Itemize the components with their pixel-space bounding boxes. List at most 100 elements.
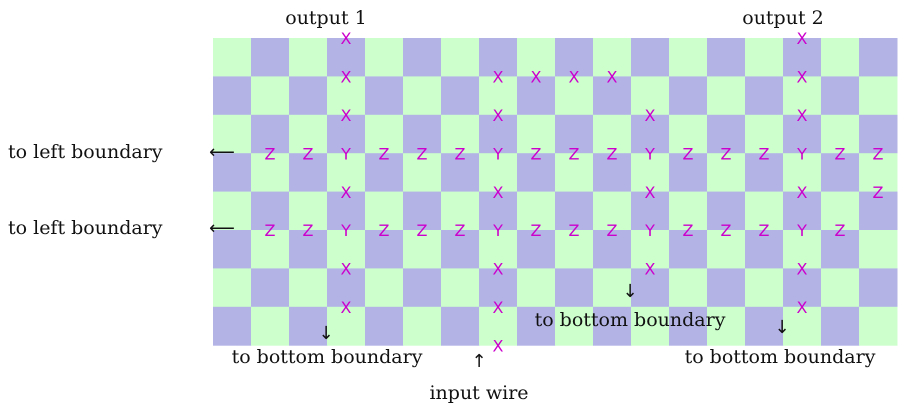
grid-cell xyxy=(669,76,708,116)
symbol-z: Z xyxy=(379,144,390,163)
grid-cell xyxy=(555,191,594,231)
grid-cell xyxy=(403,76,442,116)
symbol-z: Z xyxy=(759,144,770,163)
symbol-z: Z xyxy=(455,144,466,163)
symbol-x: X xyxy=(493,68,504,87)
symbol-z: Z xyxy=(721,144,732,163)
grid-cell xyxy=(213,114,252,154)
grid-cell xyxy=(707,153,746,193)
symbol-x: X xyxy=(797,298,808,317)
grid-cell xyxy=(631,306,670,346)
grid-cell xyxy=(517,76,556,116)
grid-cell xyxy=(783,306,822,346)
symbol-x: X xyxy=(341,29,352,48)
symbol-y: Y xyxy=(340,144,351,163)
grid-cell xyxy=(669,153,708,193)
grid-cell xyxy=(745,268,784,308)
grid-cell xyxy=(403,114,442,154)
symbol-y: Y xyxy=(644,144,655,163)
symbol-z: Z xyxy=(417,144,428,163)
grid-cell xyxy=(783,230,822,269)
symbol-z: Z xyxy=(303,221,314,240)
symbol-x: X xyxy=(341,183,352,202)
grid-cell xyxy=(821,191,860,231)
output-1-label: output 1 xyxy=(285,7,366,29)
grid-cell xyxy=(631,38,670,77)
down-arrow-icon: ↓ xyxy=(622,281,637,302)
grid-cell xyxy=(745,76,784,116)
grid-cell xyxy=(593,230,632,269)
grid-cell xyxy=(251,153,290,193)
grid-cell xyxy=(403,191,442,231)
down-arrow-icon: ↓ xyxy=(318,323,333,344)
grid-cell xyxy=(669,306,708,346)
grid-cell xyxy=(479,191,518,231)
symbol-x: X xyxy=(797,260,808,279)
grid-cell xyxy=(403,153,442,193)
grid-cell xyxy=(479,268,518,308)
grid-cell xyxy=(745,191,784,231)
grid-cell xyxy=(327,268,366,308)
grid-cell xyxy=(707,268,746,308)
symbol-z: Z xyxy=(835,221,846,240)
grid-cell xyxy=(213,191,252,231)
symbol-x: X xyxy=(341,106,352,125)
grid-cell xyxy=(213,268,252,308)
grid-cell xyxy=(479,76,518,116)
symbol-z: Z xyxy=(873,183,884,202)
grid-cell xyxy=(859,268,898,308)
grid-cell xyxy=(783,268,822,308)
grid-cell xyxy=(251,306,290,346)
grid-cell xyxy=(441,76,480,116)
grid-cell xyxy=(365,153,404,193)
grid-cell xyxy=(555,114,594,154)
grid-cell xyxy=(859,38,898,77)
grid-cell xyxy=(365,114,404,154)
grid-cell xyxy=(783,76,822,116)
symbol-x: X xyxy=(797,29,808,48)
symbol-y: Y xyxy=(340,221,351,240)
grid-cell xyxy=(821,153,860,193)
grid-cell xyxy=(479,38,518,77)
grid-cell xyxy=(441,153,480,193)
grid-cell xyxy=(403,306,442,346)
grid-cell xyxy=(859,191,898,231)
symbol-z: Z xyxy=(607,221,618,240)
grid-cell xyxy=(479,114,518,154)
symbol-y: Y xyxy=(492,144,503,163)
grid-cell xyxy=(251,38,290,77)
symbol-z: Z xyxy=(455,221,466,240)
grid-cell xyxy=(593,76,632,116)
grid-cell xyxy=(251,114,290,154)
grid-cell xyxy=(669,38,708,77)
symbol-z: Z xyxy=(873,144,884,163)
symbol-x: X xyxy=(797,183,808,202)
grid-cell xyxy=(365,191,404,231)
symbol-x: X xyxy=(493,336,504,355)
grid-cell xyxy=(441,306,480,346)
grid-cell xyxy=(327,191,366,231)
grid-cell xyxy=(289,76,328,116)
grid-cell xyxy=(707,114,746,154)
grid-cell xyxy=(213,76,252,116)
symbol-z: Z xyxy=(607,144,618,163)
down-arrow-icon: ↓ xyxy=(774,317,789,338)
grid-cell xyxy=(631,114,670,154)
input-wire-label: input wire xyxy=(429,382,528,404)
grid-cell xyxy=(669,268,708,308)
grid-cell xyxy=(821,114,860,154)
symbol-x: X xyxy=(341,68,352,87)
grid-cell xyxy=(213,153,252,193)
grid-cell xyxy=(859,230,898,269)
symbol-z: Z xyxy=(835,144,846,163)
grid-cell xyxy=(821,230,860,269)
grid-cell xyxy=(783,114,822,154)
symbol-z: Z xyxy=(683,221,694,240)
symbol-z: Z xyxy=(265,144,276,163)
grid-cell xyxy=(631,191,670,231)
grid-cell xyxy=(821,76,860,116)
grid-cell xyxy=(251,191,290,231)
symbol-z: Z xyxy=(759,221,770,240)
grid-cell xyxy=(707,76,746,116)
